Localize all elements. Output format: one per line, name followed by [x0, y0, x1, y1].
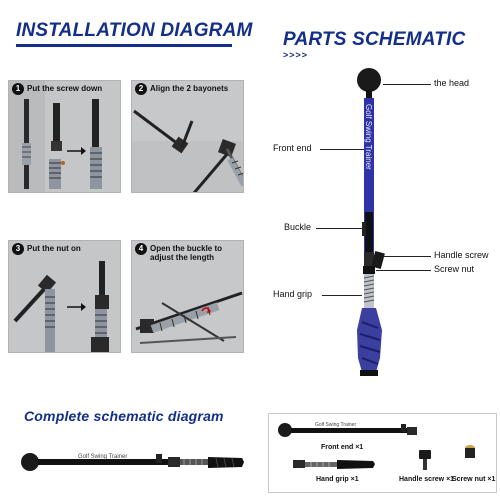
label-hand-grip: Hand grip	[273, 289, 313, 299]
step-4-photo: 4 Open the buckle to adjust the length	[131, 240, 244, 353]
installation-title: INSTALLATION DIAGRAM	[16, 20, 253, 41]
step-4-text: Open the buckle to adjust the length	[150, 244, 223, 262]
parts-trainer-illustration: Golf Swing Trainer	[357, 68, 385, 376]
step-1-photo: 1 Put the screw down	[8, 80, 121, 193]
step-1-label: 1 Put the screw down	[12, 83, 118, 95]
step-1-text: Put the screw down	[27, 84, 103, 93]
box-label-front-end: Front end ×1	[321, 444, 364, 451]
label-handle-screw: Handle screw	[434, 250, 489, 260]
step-3-photo: 3 Put the nut on	[8, 240, 121, 353]
leader-front-end	[320, 149, 364, 150]
step-3-illustration	[9, 241, 120, 352]
step-4-illustration	[132, 241, 243, 352]
box-front-end-illustration: Golf Swing Trainer	[278, 422, 417, 437]
label-screw-nut: Screw nut	[434, 264, 475, 274]
complete-trainer-head	[21, 453, 39, 471]
box-screw-nut-icon	[465, 445, 475, 458]
step-2-text: Align the 2 bayonets	[150, 84, 229, 93]
trainer-front-shaft	[364, 98, 374, 258]
trainer-head	[357, 68, 381, 92]
box-label-hand-grip: Hand grip ×1	[316, 476, 359, 483]
box-hand-grip-illustration	[293, 460, 375, 469]
parts-schematic-title: PARTS SCHEMATIC	[283, 29, 466, 50]
step-2-number: 2	[135, 83, 147, 95]
label-front-end: Front end	[273, 143, 312, 153]
step-4-number: 4	[135, 243, 147, 255]
step-4-label: 4 Open the buckle to adjust the length	[135, 243, 241, 262]
leader-head	[383, 84, 431, 85]
trainer-screw-nut	[363, 266, 375, 274]
label-head: the head	[434, 78, 470, 88]
step-2-illustration	[132, 81, 243, 192]
trainer-hand-grip	[357, 308, 382, 372]
included-parts-box: Golf Swing Trainer Front end ×1 Hand gri…	[268, 413, 497, 493]
step-2-photo: 2 Align the 2 bayonets	[131, 80, 244, 193]
box-label-handle-screw: Handle screw ×1	[399, 476, 455, 483]
label-buckle: Buckle	[284, 222, 312, 232]
installation-title-underline	[16, 44, 232, 47]
box-handle-screw-icon	[419, 450, 431, 470]
leader-screw-nut	[376, 270, 431, 271]
trainer-handle-screw	[371, 250, 385, 270]
complete-trainer-illustration: Golf Swing Trainer	[21, 453, 244, 471]
leader-handle-screw	[384, 256, 431, 257]
step-3-number: 3	[12, 243, 24, 255]
leader-buckle	[316, 228, 362, 229]
box-label-screw-nut: Screw nut ×1	[452, 476, 496, 483]
trainer-buckle	[364, 252, 374, 266]
leader-hand-grip	[322, 295, 362, 296]
step-1-number: 1	[12, 83, 24, 95]
step-1-illustration	[9, 81, 120, 192]
parts-schematic-arrows: >>>>	[283, 50, 309, 60]
complete-shaft-text: Golf Swing Trainer	[78, 454, 127, 460]
step-3-label: 3 Put the nut on	[12, 243, 118, 255]
step-3-text: Put the nut on	[27, 244, 81, 253]
complete-schematic-title: Complete schematic diagram	[24, 408, 224, 424]
step-2-label: 2 Align the 2 bayonets	[135, 83, 241, 95]
box-shaft-text: Golf Swing Trainer	[315, 422, 356, 428]
trainer-shaft-text: Golf Swing Trainer	[364, 104, 373, 170]
